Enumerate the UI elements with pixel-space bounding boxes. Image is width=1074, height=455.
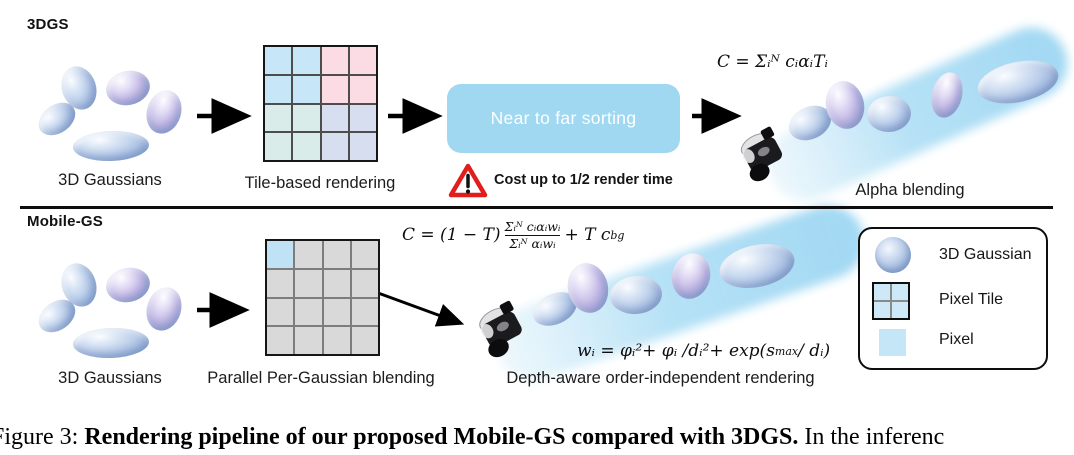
grid-cell	[323, 269, 350, 297]
legend-label-gaussian: 3D Gaussian	[939, 246, 1032, 263]
gaussian-ellipse	[102, 263, 154, 307]
formula-denominator: Σᵢᴺ αᵢwᵢ	[504, 234, 561, 252]
sorting-box-label: Near to far sorting	[490, 108, 637, 128]
caption-bold: Rendering pipeline of our proposed Mobil…	[84, 424, 799, 450]
legend-label-pixel: Pixel	[939, 331, 974, 348]
gaussian-ellipse	[72, 129, 150, 163]
section-label-3dgs: 3DGS	[27, 16, 69, 33]
gaussians-label-bottom: 3D Gaussians	[58, 369, 162, 387]
weight-formula-head: wᵢ = φᵢ²+ φᵢ /dᵢ²+ exp(s	[577, 341, 775, 361]
legend-box: 3D Gaussian Pixel Tile Pixel	[858, 227, 1048, 370]
grid-cell	[267, 298, 294, 326]
warning-icon	[448, 163, 488, 198]
grid-cell	[351, 269, 378, 297]
section-divider	[20, 206, 1053, 209]
grid-cell	[349, 133, 376, 160]
grid-cell	[295, 327, 322, 354]
gaussian-sphere-icon	[875, 237, 911, 273]
tile-rendering-grid	[263, 45, 378, 162]
grid-cell	[351, 327, 378, 354]
grid-cell	[295, 269, 322, 297]
caption-prefix: Figure 3:	[0, 424, 85, 450]
alpha-blending-formula: C = Σᵢᴺ cᵢαᵢTᵢ	[717, 52, 828, 72]
grid-cell	[349, 104, 376, 132]
pixel-tile-icon	[872, 282, 910, 320]
grid-cell	[349, 75, 376, 103]
sorting-box: Near to far sorting	[447, 84, 680, 153]
tile-grid-label: Tile-based rendering	[244, 174, 396, 192]
pixel-grid	[265, 239, 380, 356]
grid-cell	[267, 241, 294, 268]
alpha-blending-label: Alpha blending	[855, 181, 965, 199]
gaussian-ellipse	[141, 85, 187, 139]
gaussian-ellipse	[102, 66, 154, 110]
grid-cell	[321, 133, 348, 160]
grid-cell	[351, 241, 378, 268]
gaussian-ellipse	[667, 249, 715, 303]
grid-cell	[321, 104, 348, 132]
pixel-grid-label: Parallel Per-Gaussian blending	[207, 369, 435, 387]
gaussian-ellipse	[141, 282, 187, 336]
grid-cell	[265, 133, 292, 160]
grid-cell	[265, 75, 292, 103]
legend-label-pixel-tile: Pixel Tile	[939, 291, 1004, 308]
depth-aware-label: Depth-aware order-independent rendering	[506, 369, 815, 387]
pixel-icon	[879, 329, 906, 356]
gaussian-ellipse	[715, 237, 799, 295]
warning-text: Cost up to 1/2 render time	[494, 172, 673, 188]
gaussian-ellipse	[608, 273, 664, 317]
grid-cell	[265, 47, 292, 74]
grid-cell	[295, 298, 322, 326]
grid-cell	[265, 104, 292, 132]
grid-cell	[293, 47, 320, 74]
camera-icon-bottom	[479, 300, 522, 358]
formula-tail: + T c	[564, 225, 611, 246]
grid-cell	[267, 269, 294, 297]
formula-numerator: Σᵢᴺ cᵢαᵢwᵢ	[504, 219, 561, 234]
grid-cell	[321, 47, 348, 74]
formula-lhs: C = (1 − T)	[402, 225, 501, 246]
grid-cell	[293, 133, 320, 160]
grid-cell	[351, 298, 378, 326]
grid-cell	[323, 241, 350, 268]
grid-cell	[323, 298, 350, 326]
gaussian-ellipse	[865, 94, 913, 134]
grid-cell	[293, 104, 320, 132]
grid-cell	[323, 327, 350, 354]
weight-formula-tail: / dᵢ)	[798, 341, 831, 361]
formula-tail-sub: bg	[610, 228, 625, 242]
gaussian-ellipse	[926, 69, 968, 121]
grid-cell	[293, 75, 320, 103]
gaussian-ellipse	[72, 326, 150, 360]
grid-cell	[321, 75, 348, 103]
section-label-mobile-gs: Mobile-GS	[27, 213, 103, 230]
camera-icon-top	[740, 126, 783, 182]
gaussian-ellipse	[973, 53, 1063, 111]
formula-fraction: Σᵢᴺ cᵢαᵢwᵢ Σᵢᴺ αᵢwᵢ	[504, 219, 561, 252]
grid-cell	[349, 47, 376, 74]
grid-cell	[295, 241, 322, 268]
weight-formula-sub: max	[774, 344, 799, 358]
grid-cell	[267, 327, 294, 354]
figure-caption: Figure 3: Rendering pipeline of our prop…	[0, 424, 944, 451]
caption-suffix: In the inferenc	[798, 424, 945, 450]
gaussians-label-top: 3D Gaussians	[58, 171, 162, 189]
